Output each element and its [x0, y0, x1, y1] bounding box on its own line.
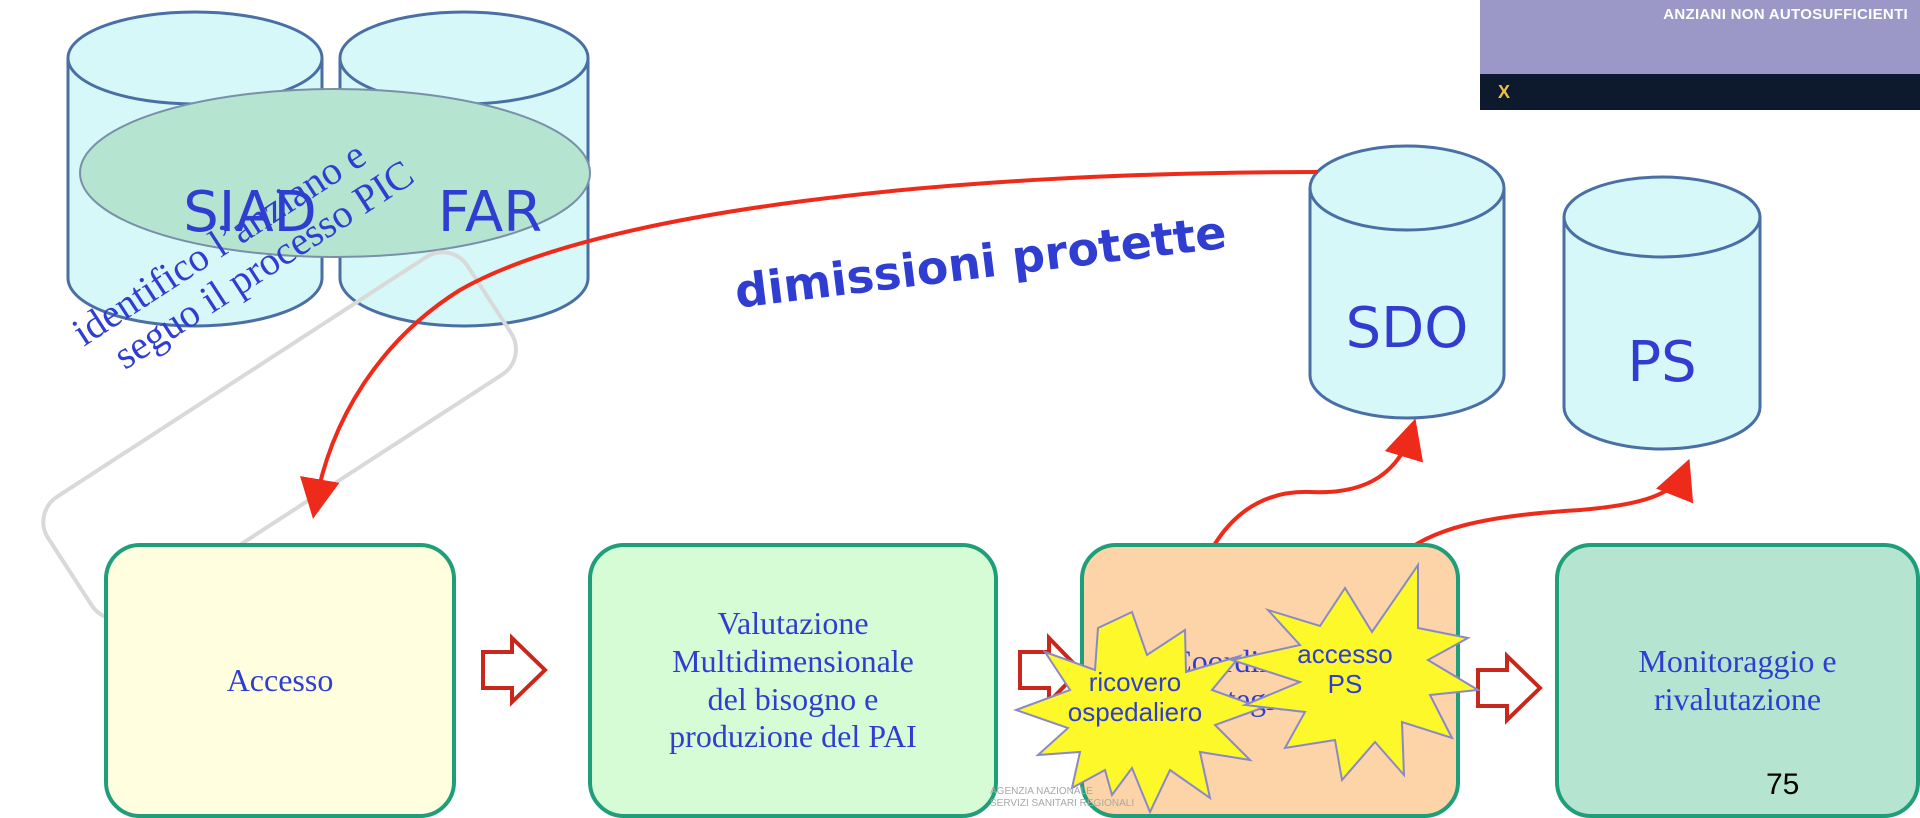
banner-bottom [1480, 74, 1920, 110]
valutazione-text: Valutazione Multidimensionale del bisogn… [669, 605, 917, 756]
footer-logo-line-2: SERVIZI SANITARI REGIONALI [990, 798, 1135, 809]
accesso-ps-line-2: PS [1327, 668, 1363, 699]
monitoraggio-line-2: rivalutazione [1653, 680, 1822, 717]
far-label: FAR [437, 180, 543, 245]
banner-title: ANZIANI NON AUTOSUFFICIENTI [1663, 6, 1908, 23]
accesso-label: Accesso [226, 661, 334, 698]
footer-logo-line-1: AGENZIA NAZIONALE [990, 786, 1093, 797]
siad-far-overlap-ellipse [79, 88, 591, 258]
valutazione-line-2: Multidimensionale [672, 642, 914, 679]
accesso-ps-label: accesso PS [1280, 639, 1410, 700]
siad-label: SIAD [183, 180, 317, 245]
accesso-ps-line-1: accesso [1297, 639, 1393, 669]
footer-agency-logo: AGENZIA NAZIONALE SERVIZI SANITARI REGIO… [990, 786, 1134, 810]
accesso-box: Accesso [104, 543, 456, 818]
agency-logo-icon: X [1498, 82, 1510, 103]
dimissioni-arrow [300, 170, 1319, 519]
ricovero-label: ricovero ospedaliero [1060, 667, 1210, 728]
monitoraggio-text: Monitoraggio e rivalutazione [1638, 643, 1836, 719]
banner-top [1480, 0, 1920, 74]
ps-label: PS [1627, 330, 1697, 395]
banner-logo-mark: X [1498, 82, 1511, 102]
ricovero-line-2: ospedaliero [1067, 696, 1203, 727]
monitoraggio-line-1: Monitoraggio e [1638, 642, 1837, 679]
valutazione-line-3: del bisogno e [707, 680, 879, 717]
flow-arrow-3 [1476, 651, 1543, 725]
accesso-ps-to-ps-arrow [1388, 458, 1694, 570]
valutazione-box: Valutazione Multidimensionale del bisogn… [588, 543, 998, 818]
valutazione-line-4: produzione del PAI [669, 718, 917, 755]
ps-cylinder [1562, 175, 1762, 451]
sdo-cylinder [1308, 144, 1506, 420]
monitoraggio-box: Monitoraggio e rivalutazione [1555, 543, 1920, 818]
valutazione-line-1: Valutazione [717, 605, 869, 641]
ricovero-line-1: ricovero [1088, 667, 1182, 697]
sdo-label: SDO [1345, 296, 1469, 361]
flow-arrow-1 [481, 633, 548, 707]
header-banner: ANZIANI NON AUTOSUFFICIENTI X [1480, 0, 1920, 110]
page-number: 75 [1766, 768, 1800, 801]
